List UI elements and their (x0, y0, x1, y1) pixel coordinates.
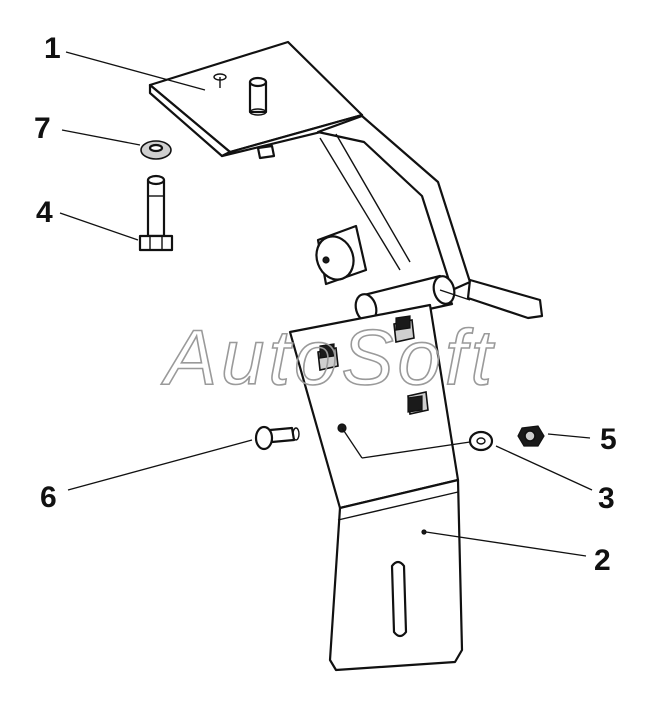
part-1-pedal-plate (148, 40, 364, 160)
part-5-nut (517, 425, 545, 447)
callout-7: 7 (34, 112, 51, 145)
part-3-washer (468, 430, 494, 452)
callout-6: 6 (40, 481, 57, 514)
watermark-text: AutoSoft (161, 313, 496, 401)
part-6-pin (254, 425, 300, 451)
callout-1: 1 (44, 32, 61, 65)
part-4-bolt (138, 174, 174, 252)
pedal-arm (315, 114, 544, 324)
callout-4: 4 (36, 196, 53, 229)
bracket-studs (317, 315, 429, 415)
callout-2: 2 (594, 544, 611, 577)
callout-5: 5 (600, 423, 617, 456)
callout-3: 3 (598, 482, 615, 515)
part-7-washer (140, 140, 172, 160)
part-2-bracket (288, 303, 464, 672)
leader-lines (59, 51, 593, 557)
